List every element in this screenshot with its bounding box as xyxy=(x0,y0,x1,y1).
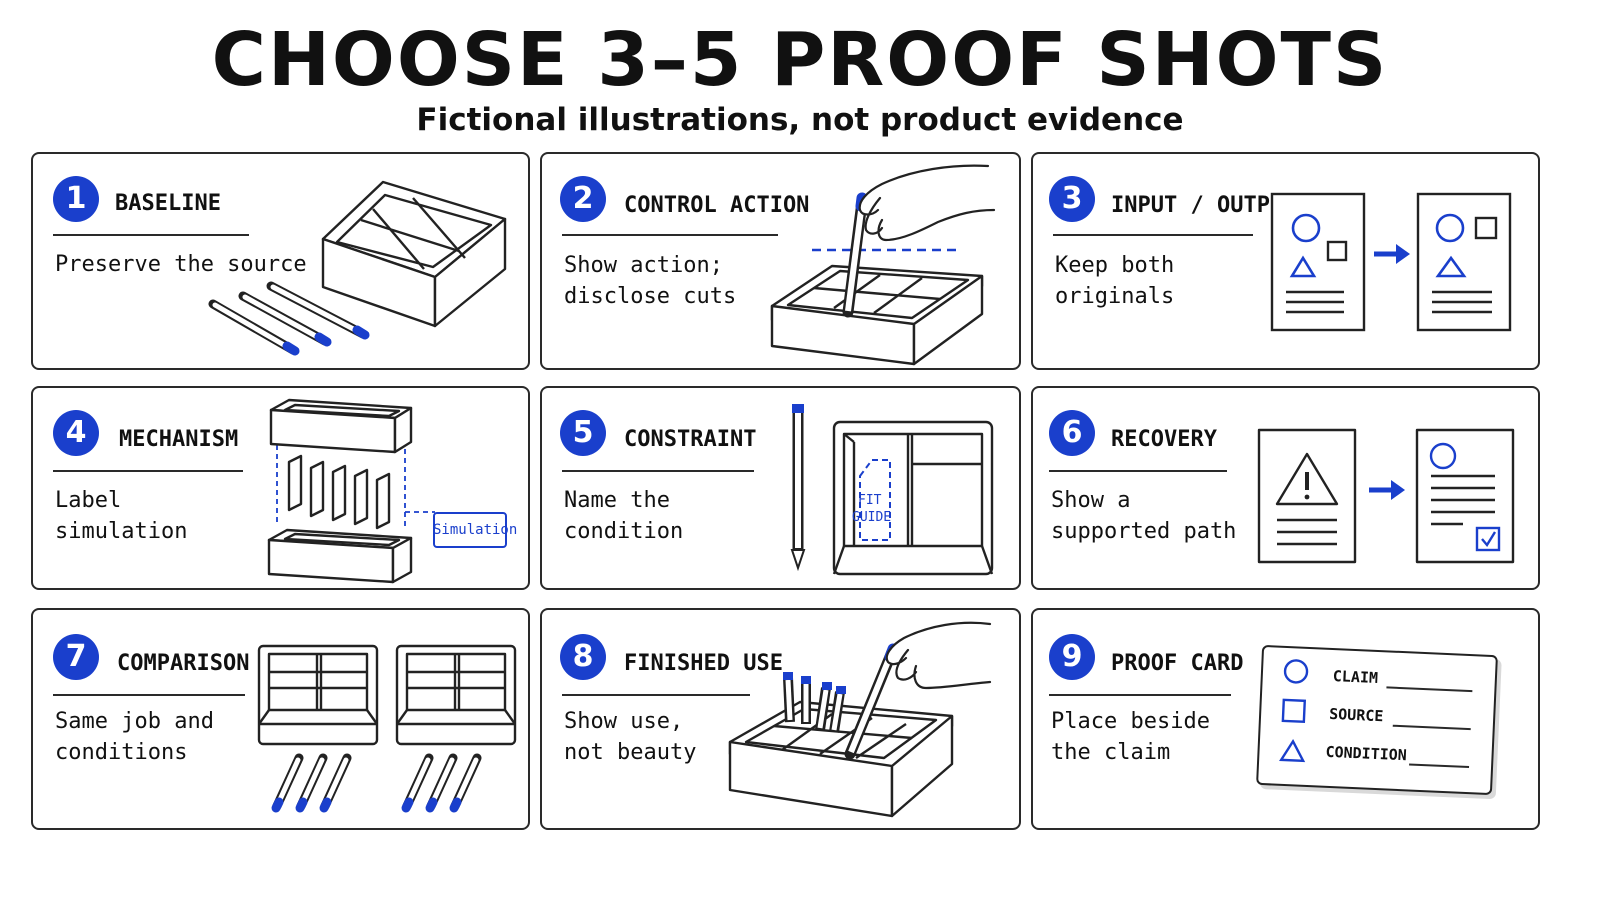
proof-card-field-label: SOURCE xyxy=(1328,704,1384,726)
heading-divider xyxy=(53,234,249,236)
proof-card-field-label: CONDITION xyxy=(1325,742,1408,765)
input-output-documents-illustration xyxy=(1270,192,1512,332)
heading-divider xyxy=(562,694,750,696)
hand-placing-pencil-illustration xyxy=(770,164,996,366)
card-heading: INPUT / OUTPUT xyxy=(1111,193,1297,218)
card-baseline: 1 BASELINE Preserve the source xyxy=(31,152,530,370)
proof-card-field-line xyxy=(1392,724,1471,731)
card-description-line-2: originals xyxy=(1055,284,1175,309)
heading-divider xyxy=(562,234,778,236)
card-description: Keep both xyxy=(1055,253,1175,278)
card-description-line-2: disclose cuts xyxy=(564,284,737,309)
simulation-label-text: Simulation xyxy=(433,522,518,538)
card-heading: PROOF CARD xyxy=(1111,651,1244,676)
hand-using-organizer-tray-illustration xyxy=(728,621,992,818)
page-subtitle: Fictional illustrations, not product evi… xyxy=(416,102,1184,138)
card-description: Name the xyxy=(564,488,670,513)
card-heading: COMPARISON xyxy=(117,651,250,676)
card-description-line-2: conditions xyxy=(55,740,188,765)
exploded-tray-mechanism-illustration xyxy=(267,398,435,584)
step-number-badge: 3 xyxy=(1049,176,1095,222)
square-icon xyxy=(1281,698,1307,724)
card-heading: CONSTRAINT xyxy=(624,427,757,452)
fit-guide-label: FIT xyxy=(858,493,882,508)
card-description: Label xyxy=(55,488,122,513)
card-finished-use: 8 FINISHED USE Show use, not beauty xyxy=(540,608,1021,830)
proof-card-field-label: CLAIM xyxy=(1332,667,1379,687)
warning-to-checked-document-illustration xyxy=(1257,428,1515,564)
step-number-badge: 2 xyxy=(560,176,606,222)
step-number-badge: 5 xyxy=(560,410,606,456)
step-number-badge: 4 xyxy=(53,410,99,456)
heading-divider xyxy=(562,470,754,472)
side-by-side-trays-comparison-illustration xyxy=(257,644,517,813)
step-number-badge: 9 xyxy=(1049,634,1095,680)
organizer-tray-with-pencils-illustration xyxy=(208,180,507,356)
card-proof-card: 9 PROOF CARD Place beside the claim CLAI… xyxy=(1031,608,1540,830)
card-mechanism: 4 MECHANISM Label simulation Simulation xyxy=(31,386,530,590)
step-number-badge: 8 xyxy=(560,634,606,680)
fit-guide-label-line-2: GUIDE xyxy=(852,510,892,525)
card-comparison: 7 COMPARISON Same job and conditions xyxy=(31,608,530,830)
card-heading: CONTROL ACTION xyxy=(624,193,810,218)
page-title: CHOOSE 3–5 PROOF SHOTS xyxy=(211,17,1389,103)
card-description-line-2: supported path xyxy=(1051,519,1237,544)
step-number-badge: 6 xyxy=(1049,410,1095,456)
heading-divider xyxy=(53,470,243,472)
card-description: Show action; xyxy=(564,253,723,278)
card-recovery: 6 RECOVERY Show a supported path xyxy=(1031,386,1540,590)
step-number-badge: 7 xyxy=(53,634,99,680)
card-description: Same job and xyxy=(55,709,214,734)
card-description: Place beside xyxy=(1051,709,1210,734)
card-description-line-2: condition xyxy=(564,519,684,544)
heading-divider xyxy=(1053,234,1253,236)
card-description: Show use, xyxy=(564,709,684,734)
card-heading: BASELINE xyxy=(115,191,221,216)
card-description-line-2: not beauty xyxy=(564,740,697,765)
card-description-line-2: simulation xyxy=(55,519,188,544)
card-description-line-2: the claim xyxy=(1051,740,1171,765)
pencil-and-fit-guide-tray-illustration xyxy=(790,404,994,576)
proof-card-field-line xyxy=(1409,763,1470,769)
card-description: Show a xyxy=(1051,488,1131,513)
simulation-label-tag xyxy=(433,512,507,548)
card-heading: RECOVERY xyxy=(1111,427,1217,452)
card-constraint: 5 CONSTRAINT Name the condition FIT GUID… xyxy=(540,386,1021,590)
triangle-icon xyxy=(1279,738,1306,763)
heading-divider xyxy=(1049,470,1227,472)
card-heading: FINISHED USE xyxy=(624,651,783,676)
proof-card-field-line xyxy=(1386,686,1473,693)
step-number-badge: 1 xyxy=(53,176,99,222)
card-input-output: 3 INPUT / OUTPUT Keep both originals xyxy=(1031,152,1540,370)
card-control-action: 2 CONTROL ACTION Show action; disclose c… xyxy=(540,152,1021,370)
heading-divider xyxy=(1049,694,1231,696)
card-heading: MECHANISM xyxy=(119,427,239,452)
heading-divider xyxy=(53,694,245,696)
card-description: Preserve the source xyxy=(55,252,307,277)
circle-icon xyxy=(1283,659,1309,684)
proof-card-illustration: CLAIM SOURCE CONDITION xyxy=(1256,644,1498,796)
